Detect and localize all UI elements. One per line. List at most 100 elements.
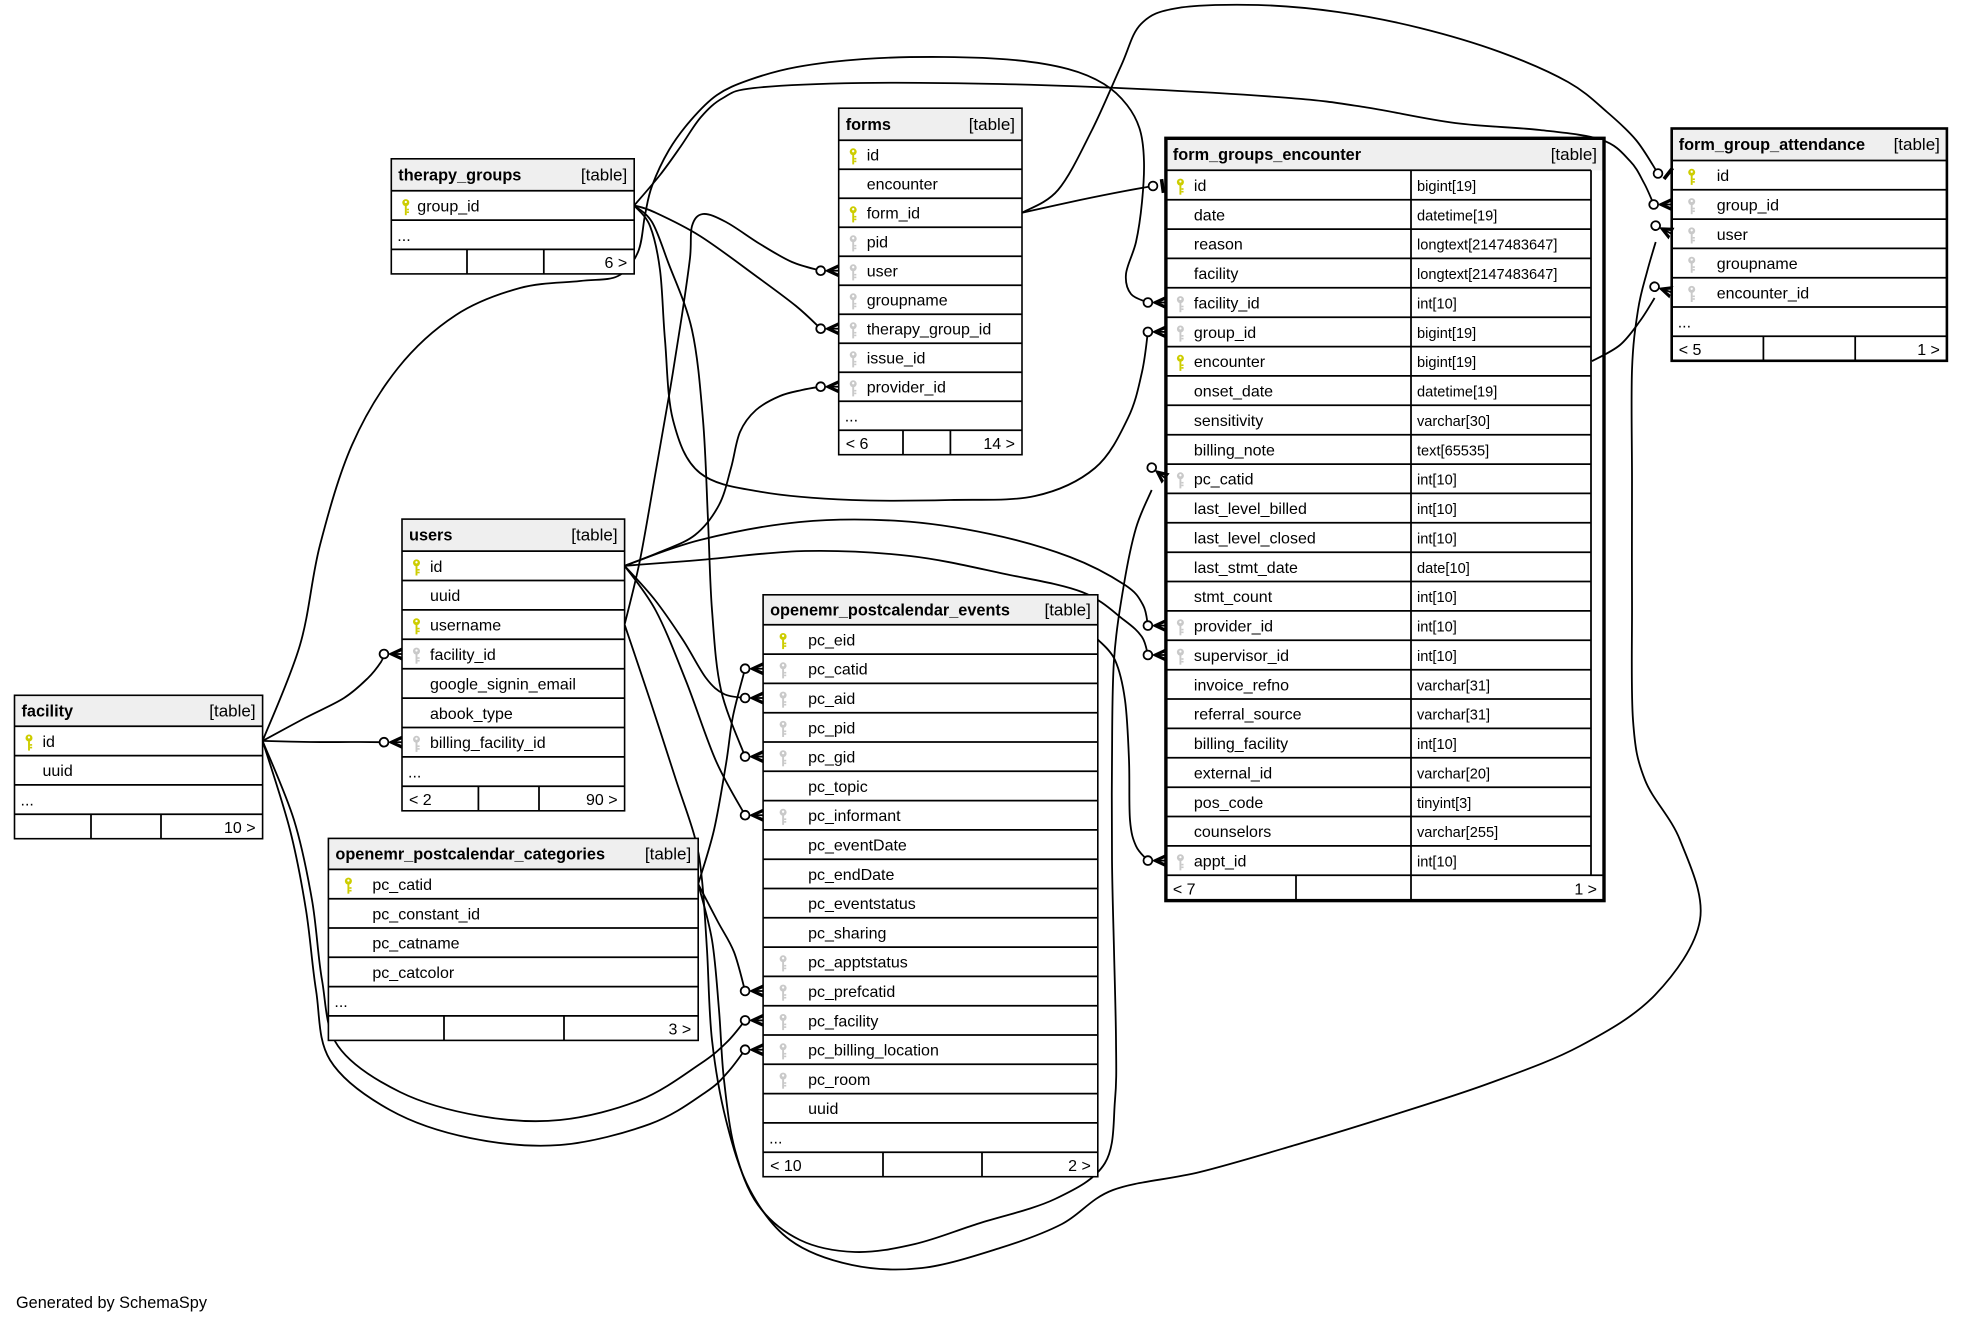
svg-text:[table]: [table] bbox=[581, 165, 627, 184]
svg-text:facility_id: facility_id bbox=[1194, 296, 1260, 313]
svg-text:[table]: [table] bbox=[209, 701, 255, 720]
svg-text:google_signin_email: google_signin_email bbox=[430, 676, 576, 693]
svg-text:pc_constant_id: pc_constant_id bbox=[372, 906, 480, 923]
svg-text:id: id bbox=[430, 559, 442, 576]
svg-text:groupname: groupname bbox=[1717, 256, 1798, 273]
svg-text:counselors: counselors bbox=[1194, 824, 1271, 841]
svg-text:longtext[2147483647]: longtext[2147483647] bbox=[1417, 267, 1557, 283]
svg-text:1 >: 1 > bbox=[1917, 342, 1940, 359]
svg-text:pc_aid: pc_aid bbox=[808, 691, 855, 708]
svg-text:billing_note: billing_note bbox=[1194, 442, 1275, 459]
svg-text:int[10]: int[10] bbox=[1417, 590, 1457, 606]
svg-text:int[10]: int[10] bbox=[1417, 620, 1457, 636]
svg-text:int[10]: int[10] bbox=[1417, 297, 1457, 313]
svg-text:...: ... bbox=[769, 1131, 782, 1148]
svg-text:pc_gid: pc_gid bbox=[808, 750, 855, 767]
svg-text:users: users bbox=[409, 527, 452, 545]
svg-text:therapy_groups: therapy_groups bbox=[398, 166, 521, 184]
svg-text:text[65535]: text[65535] bbox=[1417, 443, 1489, 459]
svg-text:int[10]: int[10] bbox=[1417, 855, 1457, 871]
svg-text:int[10]: int[10] bbox=[1417, 502, 1457, 518]
svg-text:< 5: < 5 bbox=[1679, 342, 1702, 359]
svg-text:group_id: group_id bbox=[417, 199, 479, 216]
svg-text:pos_code: pos_code bbox=[1194, 795, 1263, 812]
svg-text:...: ... bbox=[1678, 315, 1691, 332]
svg-text:pid: pid bbox=[867, 235, 888, 252]
svg-text:date[10]: date[10] bbox=[1417, 561, 1470, 577]
svg-text:Generated by SchemaSpy: Generated by SchemaSpy bbox=[16, 1294, 208, 1312]
svg-text:14 >: 14 > bbox=[983, 436, 1015, 453]
svg-text:openemr_postcalendar_events: openemr_postcalendar_events bbox=[770, 601, 1010, 619]
svg-text:groupname: groupname bbox=[867, 293, 948, 310]
svg-text:referral_source: referral_source bbox=[1194, 707, 1302, 724]
svg-text:external_id: external_id bbox=[1194, 766, 1272, 783]
svg-text:int[10]: int[10] bbox=[1417, 532, 1457, 548]
svg-text:int[10]: int[10] bbox=[1417, 737, 1457, 753]
svg-text:uuid: uuid bbox=[43, 763, 73, 780]
svg-text:pc_catid: pc_catid bbox=[372, 877, 432, 894]
svg-text:10 >: 10 > bbox=[224, 820, 256, 837]
svg-text:pc_pid: pc_pid bbox=[808, 720, 855, 737]
svg-text:issue_id: issue_id bbox=[867, 351, 926, 368]
svg-text:openemr_postcalendar_categorie: openemr_postcalendar_categories bbox=[335, 846, 605, 864]
svg-text:int[10]: int[10] bbox=[1417, 649, 1457, 665]
svg-text:pc_catid: pc_catid bbox=[808, 662, 868, 679]
svg-text:pc_apptstatus: pc_apptstatus bbox=[808, 955, 908, 972]
svg-text:provider_id: provider_id bbox=[867, 380, 946, 397]
svg-text:billing_facility_id: billing_facility_id bbox=[430, 735, 546, 752]
svg-text:2 >: 2 > bbox=[1068, 1158, 1091, 1175]
svg-text:< 2: < 2 bbox=[409, 792, 432, 809]
svg-text:datetime[19]: datetime[19] bbox=[1417, 385, 1497, 401]
svg-text:bigint[19]: bigint[19] bbox=[1417, 355, 1476, 371]
svg-text:pc_eventDate: pc_eventDate bbox=[808, 838, 907, 855]
svg-text:varchar[255]: varchar[255] bbox=[1417, 825, 1498, 841]
svg-text:onset_date: onset_date bbox=[1194, 384, 1273, 401]
svg-text:date: date bbox=[1194, 207, 1225, 224]
svg-text:pc_catid: pc_catid bbox=[1194, 472, 1254, 489]
svg-text:pc_endDate: pc_endDate bbox=[808, 867, 894, 884]
svg-text:stmt_count: stmt_count bbox=[1194, 589, 1273, 606]
svg-text:< 6: < 6 bbox=[846, 436, 869, 453]
svg-text:pc_catcolor: pc_catcolor bbox=[372, 965, 454, 982]
svg-text:invoice_refno: invoice_refno bbox=[1194, 677, 1289, 694]
svg-text:facility: facility bbox=[1194, 266, 1238, 283]
svg-text:encounter: encounter bbox=[1194, 354, 1266, 371]
svg-text:[table]: [table] bbox=[645, 845, 691, 864]
svg-text:pc_eventstatus: pc_eventstatus bbox=[808, 896, 916, 913]
svg-text:...: ... bbox=[334, 994, 347, 1011]
svg-text:provider_id: provider_id bbox=[1194, 619, 1273, 636]
svg-text:id: id bbox=[43, 734, 55, 751]
svg-text:last_stmt_date: last_stmt_date bbox=[1194, 560, 1298, 577]
svg-text:facility_id: facility_id bbox=[430, 647, 496, 664]
svg-text:group_id: group_id bbox=[1194, 325, 1256, 342]
svg-text:datetime[19]: datetime[19] bbox=[1417, 208, 1497, 224]
svg-text:< 10: < 10 bbox=[770, 1158, 802, 1175]
svg-text:form_groups_encounter: form_groups_encounter bbox=[1173, 146, 1362, 164]
svg-text:abook_type: abook_type bbox=[430, 706, 513, 723]
svg-text:int[10]: int[10] bbox=[1417, 473, 1457, 489]
svg-text:pc_informant: pc_informant bbox=[808, 808, 901, 825]
svg-text:bigint[19]: bigint[19] bbox=[1417, 179, 1476, 195]
svg-text:tinyint[3]: tinyint[3] bbox=[1417, 796, 1471, 812]
svg-text:pc_eid: pc_eid bbox=[808, 632, 855, 649]
svg-text:1 >: 1 > bbox=[1574, 881, 1597, 898]
svg-text:pc_room: pc_room bbox=[808, 1072, 870, 1089]
svg-text:6 >: 6 > bbox=[605, 255, 628, 272]
svg-text:...: ... bbox=[21, 793, 34, 810]
svg-text:forms: forms bbox=[846, 116, 891, 134]
svg-text:varchar[31]: varchar[31] bbox=[1417, 708, 1490, 724]
svg-text:uuid: uuid bbox=[808, 1101, 838, 1118]
svg-text:pc_catname: pc_catname bbox=[372, 936, 459, 953]
svg-text:pc_sharing: pc_sharing bbox=[808, 925, 886, 942]
svg-text:group_id: group_id bbox=[1717, 198, 1779, 215]
svg-text:pc_topic: pc_topic bbox=[808, 779, 868, 796]
svg-text:< 7: < 7 bbox=[1173, 881, 1196, 898]
svg-text:id: id bbox=[867, 148, 879, 165]
svg-text:form_id: form_id bbox=[867, 206, 920, 223]
svg-text:...: ... bbox=[397, 228, 410, 245]
svg-text:reason: reason bbox=[1194, 237, 1243, 254]
svg-text:therapy_group_id: therapy_group_id bbox=[867, 322, 992, 339]
svg-text:...: ... bbox=[408, 765, 421, 782]
svg-text:uuid: uuid bbox=[430, 588, 460, 605]
svg-text:last_level_closed: last_level_closed bbox=[1194, 531, 1316, 548]
